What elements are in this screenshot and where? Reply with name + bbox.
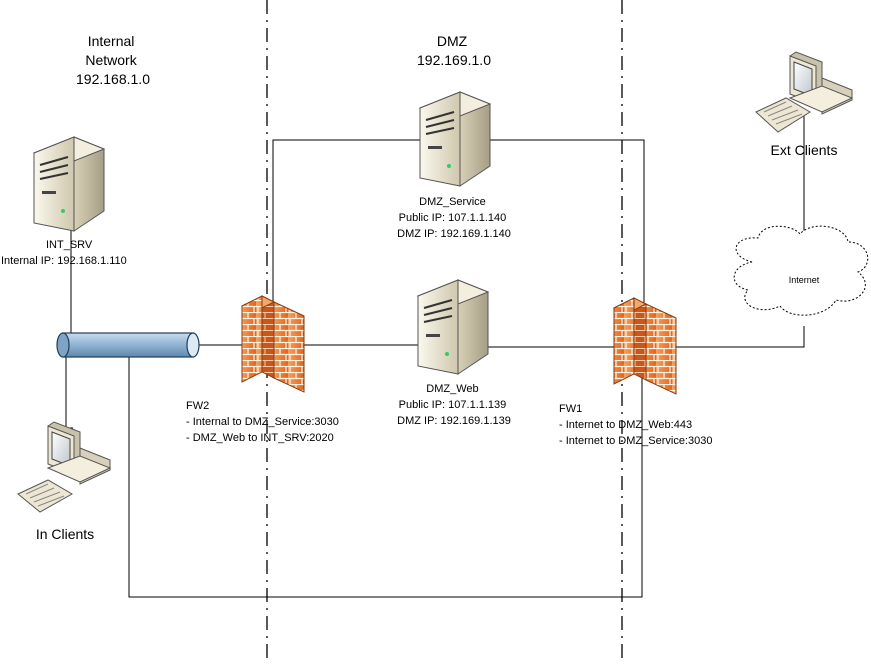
dmz-web-server-icon (416, 279, 490, 375)
internal-zone-label: Internal Network 192.168.1.0 (76, 33, 150, 87)
internal-zone-label-line-2: Network (85, 52, 137, 68)
int-srv-name: INT_SRV (46, 239, 93, 251)
dmz-web-dmz-ip: DMZ IP: 192.169.1.139 (397, 415, 511, 427)
ext-clients-workstation-icon (755, 51, 854, 133)
dmz-service-label: DMZ_Service Public IP: 107.1.1.140 DMZ I… (397, 196, 511, 240)
dmz-service-name: DMZ_Service (419, 196, 486, 208)
fw1-name: FW1 (559, 403, 582, 415)
dmz-service-public-ip: Public IP: 107.1.1.140 (399, 212, 507, 224)
dmz-web-label: DMZ_Web Public IP: 107.1.1.139 DMZ IP: 1… (397, 383, 511, 427)
internal-zone-label-line-1: Internal (88, 33, 135, 49)
internal-zone-label-line-3: 192.168.1.0 (76, 71, 150, 87)
fw1-firewall-icon (612, 297, 677, 395)
dmz-service-dmz-ip: DMZ IP: 192.169.1.140 (397, 228, 511, 240)
connection-bottom-loop (128, 345, 643, 598)
fw1-rule-1: - Internet to DMZ_Web:443 (559, 419, 692, 431)
in-clients-label: In Clients (36, 526, 94, 542)
dmz-zone-label-line-1: DMZ (437, 33, 468, 49)
in-clients-workstation-icon (17, 421, 112, 513)
fw2-firewall-icon (240, 295, 305, 393)
ext-clients-label: Ext Clients (771, 142, 838, 158)
fw1-label: FW1 - Internet to DMZ_Web:443 - Internet… (559, 403, 712, 447)
internet-label: Internet (789, 275, 820, 285)
int-srv-internal-ip: Internal IP: 192.168.1.110 (1, 255, 127, 267)
fw2-rule-1: - Internal to DMZ_Service:3030 (186, 416, 339, 428)
dmz-zone-label: DMZ 192.169.1.0 (417, 33, 491, 68)
zone-dividers (266, 0, 623, 664)
dmz-web-public-ip: Public IP: 107.1.1.139 (399, 399, 507, 411)
network-bus-icon (56, 332, 200, 358)
fw2-label: FW2 - Internal to DMZ_Service:3030 - DMZ… (186, 400, 342, 444)
fw1-rule-2: - Internet to DMZ_Service:3030 (559, 435, 712, 447)
internet-cloud-icon (733, 225, 869, 316)
dmz-web-name: DMZ_Web (426, 383, 478, 395)
int-srv-server-icon (32, 136, 106, 232)
fw2-name: FW2 (186, 400, 209, 412)
fw2-rule-2: - DMZ_Web to INT_SRV:2020 (186, 432, 334, 444)
int-srv-label: INT_SRV Internal IP: 192.168.1.110 (1, 239, 127, 267)
dmz-zone-label-line-2: 192.169.1.0 (417, 52, 491, 68)
connection-in-clients-bus (65, 357, 73, 429)
dmz-service-server-icon (418, 91, 492, 187)
connection-fw1-internet (676, 326, 805, 348)
